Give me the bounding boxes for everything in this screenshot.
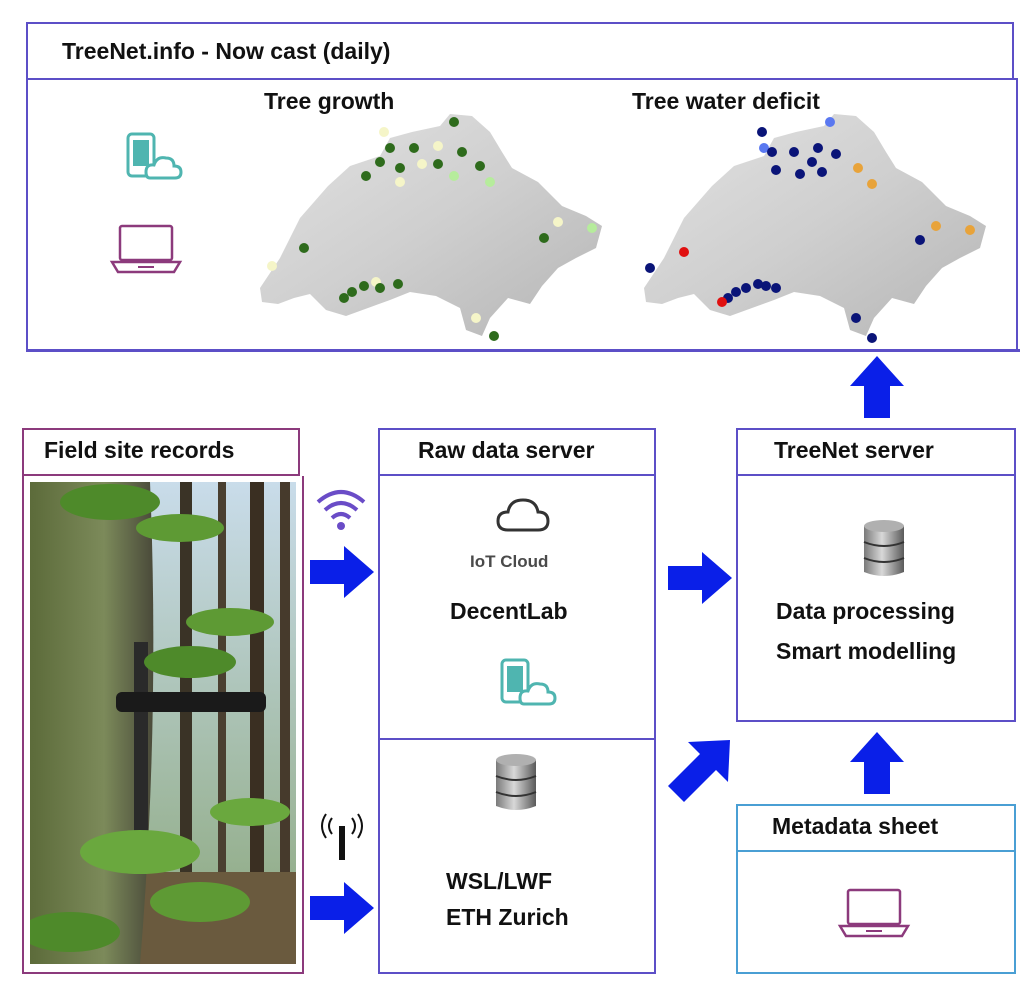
deficit-map-title: Tree water deficit (632, 88, 820, 114)
treenet-server-title: TreeNet server (774, 437, 934, 463)
laptop-icon (109, 224, 183, 274)
database-icon (495, 754, 537, 810)
institution-eth-label: ETH Zurich (446, 904, 569, 930)
arrow-field-to-raw-bottom (310, 882, 374, 934)
iot-cloud-label: IoT Cloud (470, 552, 549, 571)
switzerland-outline (644, 114, 986, 336)
switzerland-outline (260, 114, 602, 336)
growth-map (260, 114, 602, 341)
growth-map-title: Tree growth (264, 88, 395, 114)
nowcast-divider (26, 349, 1020, 352)
antenna-icon (321, 813, 363, 860)
arrow-metadata-to-treenet (850, 732, 904, 794)
cloud-icon (496, 498, 550, 532)
institution-wsl-label: WSL/LWF (446, 868, 553, 894)
nowcast-title-box (26, 22, 1014, 78)
arrow-raw-to-treenet (668, 552, 732, 604)
raw-title-box (378, 428, 656, 476)
raw-server-title: Raw data server (418, 437, 595, 463)
field-title: Field site records (44, 437, 235, 463)
arrow-field-to-raw-top (310, 546, 374, 598)
metadata-title: Metadata sheet (772, 813, 939, 839)
nowcast-title: TreeNet.info - Now cast (daily) (62, 38, 391, 64)
metadata-panel (736, 852, 1016, 974)
task-smart-modelling: Smart modelling (776, 638, 957, 664)
deficit-sites (645, 117, 975, 343)
wifi-icon (316, 490, 366, 530)
field-photo (30, 482, 296, 964)
raw-server-institution-panel (378, 740, 656, 974)
deficit-map (644, 114, 986, 343)
tablet-cloud-icon (500, 658, 557, 706)
treenet-title-box (736, 428, 1016, 476)
laptop-icon (837, 888, 911, 938)
field-title-box (22, 428, 300, 476)
metadata-title-box (736, 804, 1016, 852)
arrow-up-to-nowcast (850, 356, 904, 418)
tablet-cloud-icon (126, 132, 183, 180)
raw-server-iot-panel (378, 476, 656, 740)
treenet-server-panel (736, 476, 1016, 722)
field-photo-frame (22, 476, 304, 974)
task-data-processing: Data processing (776, 598, 955, 624)
database-icon (863, 520, 905, 576)
decentlab-label: DecentLab (450, 598, 568, 624)
growth-sites (267, 117, 597, 341)
arrow-institutions-to-treenet (668, 740, 730, 802)
